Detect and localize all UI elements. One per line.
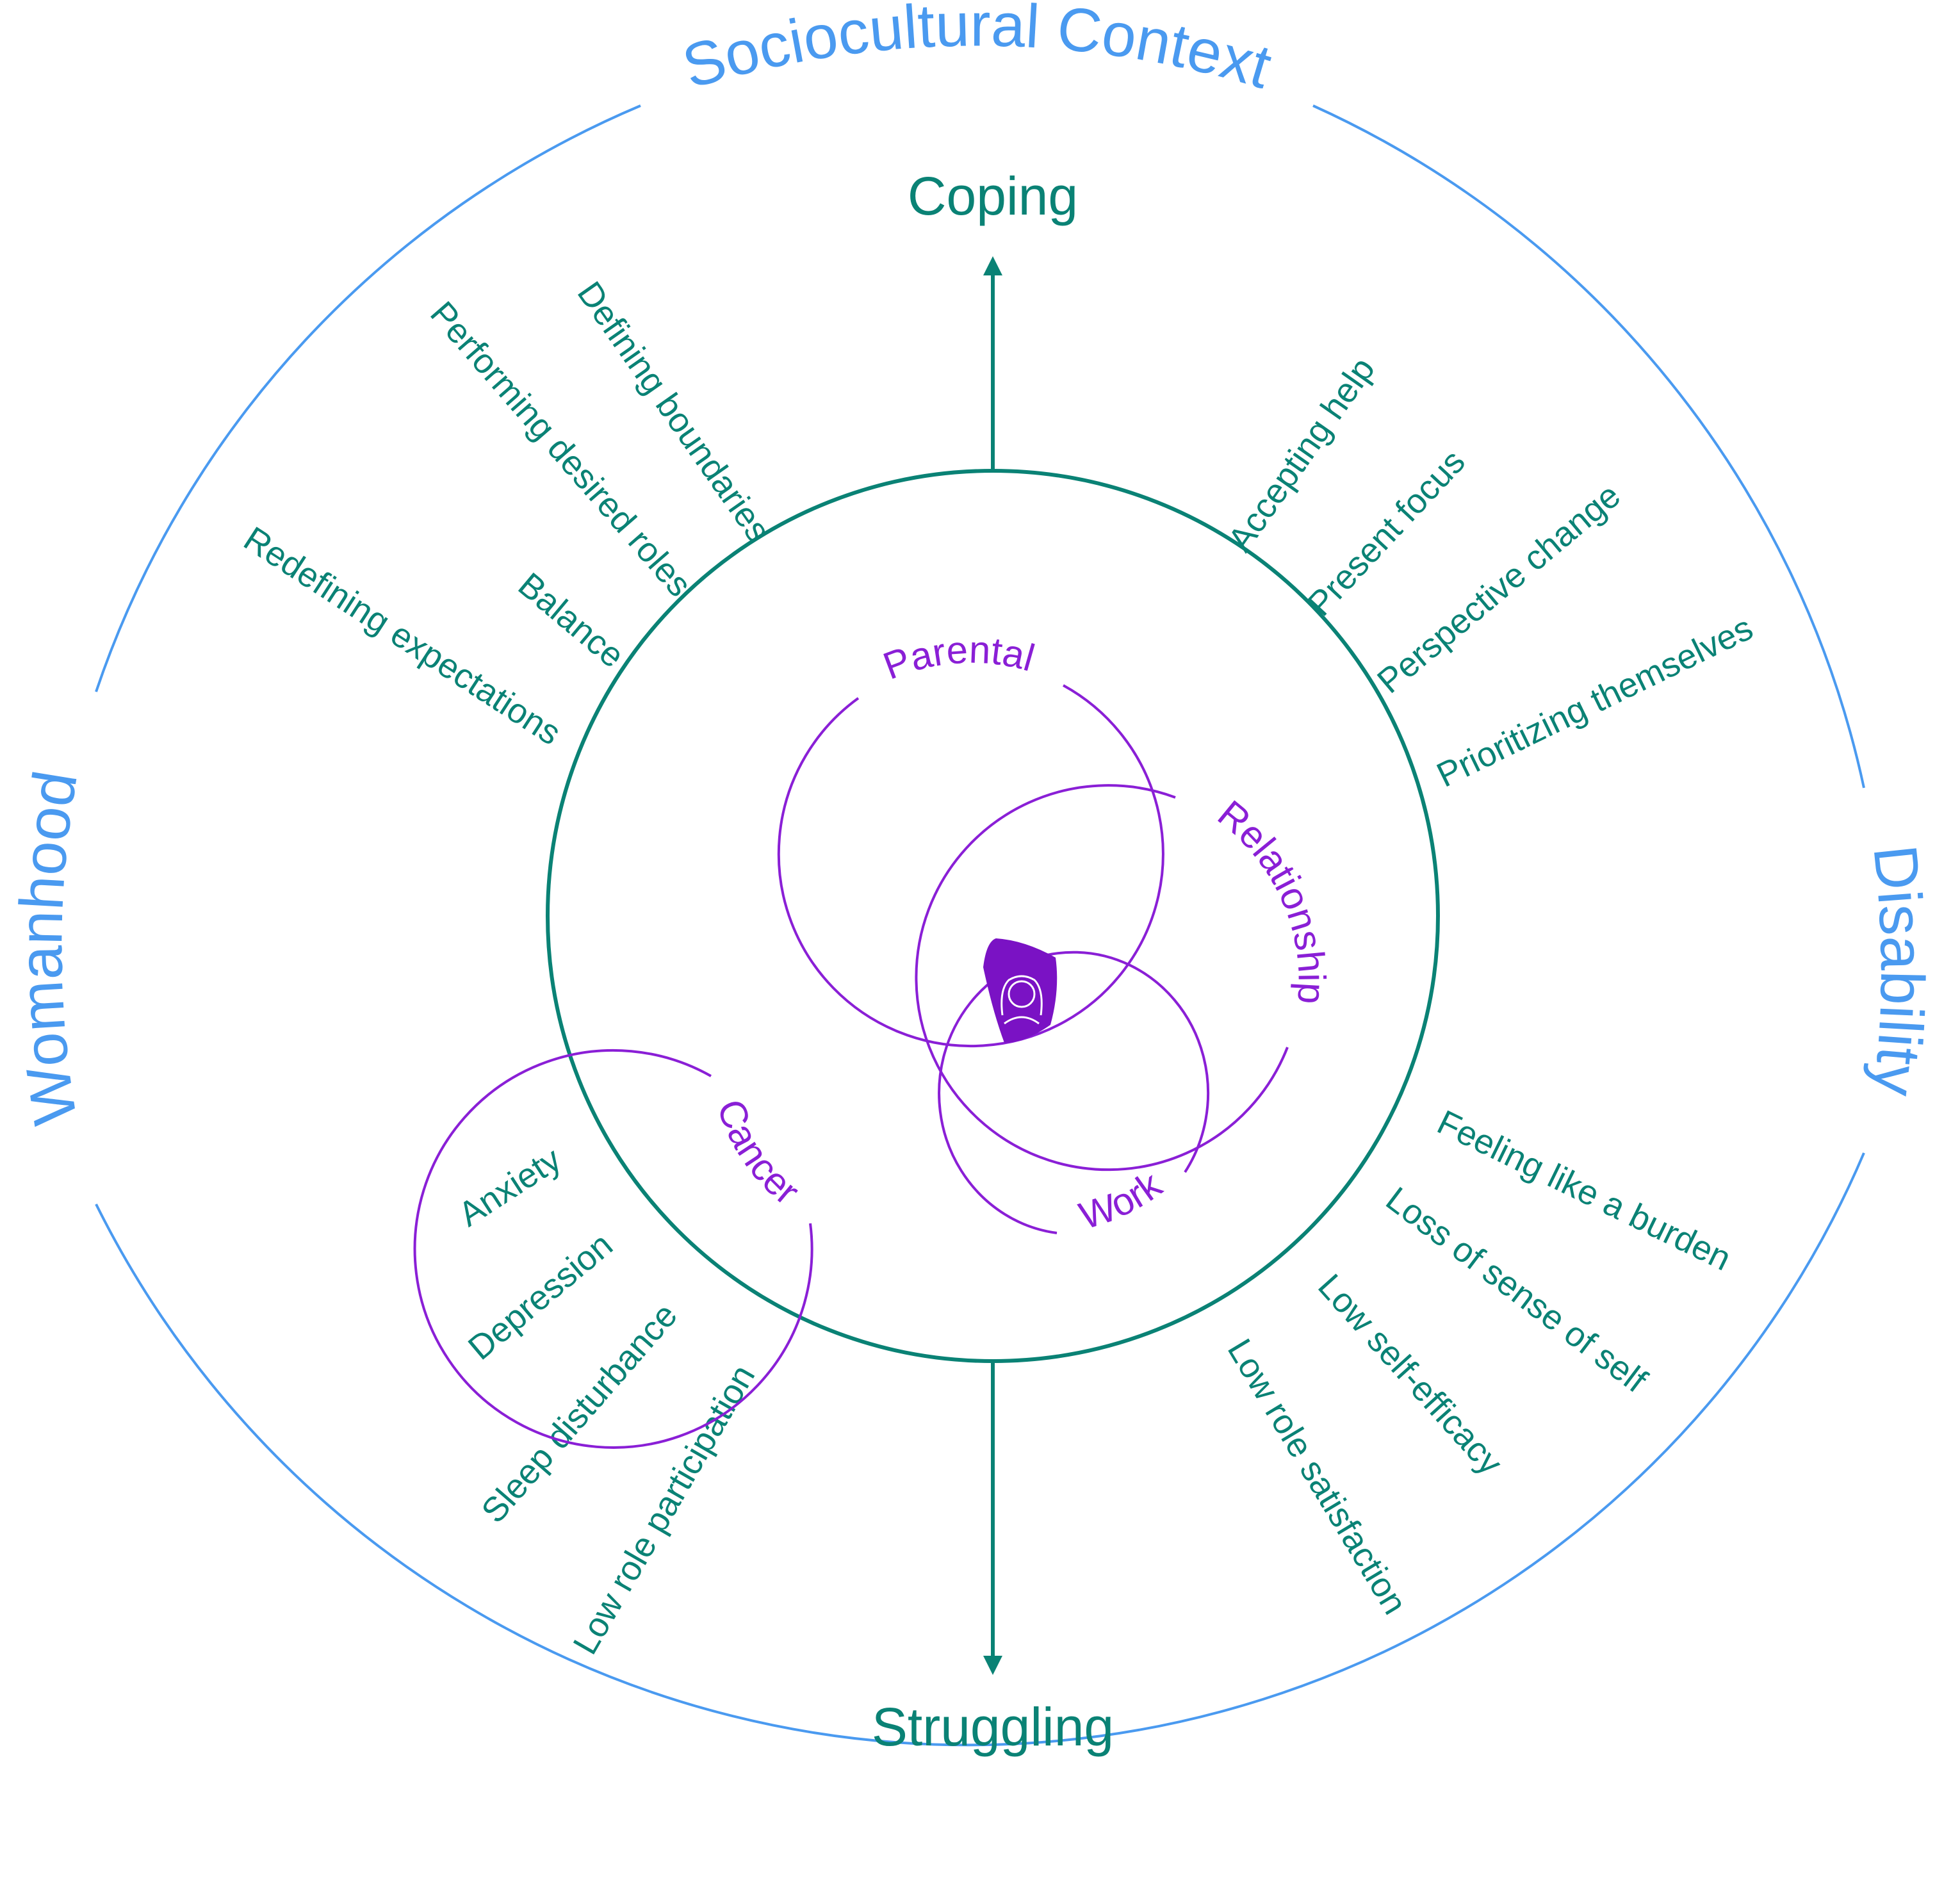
relationship-circle [915, 784, 1289, 1172]
theme-prioritizing-themselves: Prioritizing themselves [1431, 608, 1759, 795]
theme-performing-desired-roles: Performing desired roles [423, 295, 699, 604]
coping-label: Coping [908, 166, 1078, 226]
theme-balance: Balance [511, 566, 632, 675]
role-relationship-label: Relationship [1210, 792, 1334, 1005]
theme-depression: Depression [461, 1225, 620, 1368]
theme-redefining-expectations: Redefining expectations [237, 519, 568, 753]
theme-present-focus: Present focus [1300, 443, 1473, 623]
cancer-circle [413, 1049, 813, 1449]
parental-circle [777, 684, 1164, 1048]
woman-icon [1000, 975, 1043, 1025]
sociocultural-ring [95, 104, 1865, 1747]
role-cancer-label: Cancer [709, 1094, 808, 1213]
struggling-label: Struggling [872, 1697, 1114, 1757]
role-parental-label: Parental [878, 628, 1039, 687]
center-intersection [983, 938, 1058, 1043]
context-right-label: Disability [1860, 842, 1936, 1100]
theme-accepting-help: Accepting help [1221, 350, 1382, 559]
work-circle [938, 951, 1210, 1234]
theme-low-role-satisfaction: Low role satisfaction [1220, 1332, 1414, 1621]
role-circles [413, 684, 1289, 1449]
context-top-label: Sociocultural Context [675, 0, 1278, 102]
theme-anxiety: Anxiety [452, 1140, 568, 1234]
theme-low-self-efficacy: Low self-efficacy [1311, 1267, 1510, 1482]
context-left-label: Womanhood [6, 766, 90, 1129]
role-work-label: Work [1074, 1163, 1170, 1237]
